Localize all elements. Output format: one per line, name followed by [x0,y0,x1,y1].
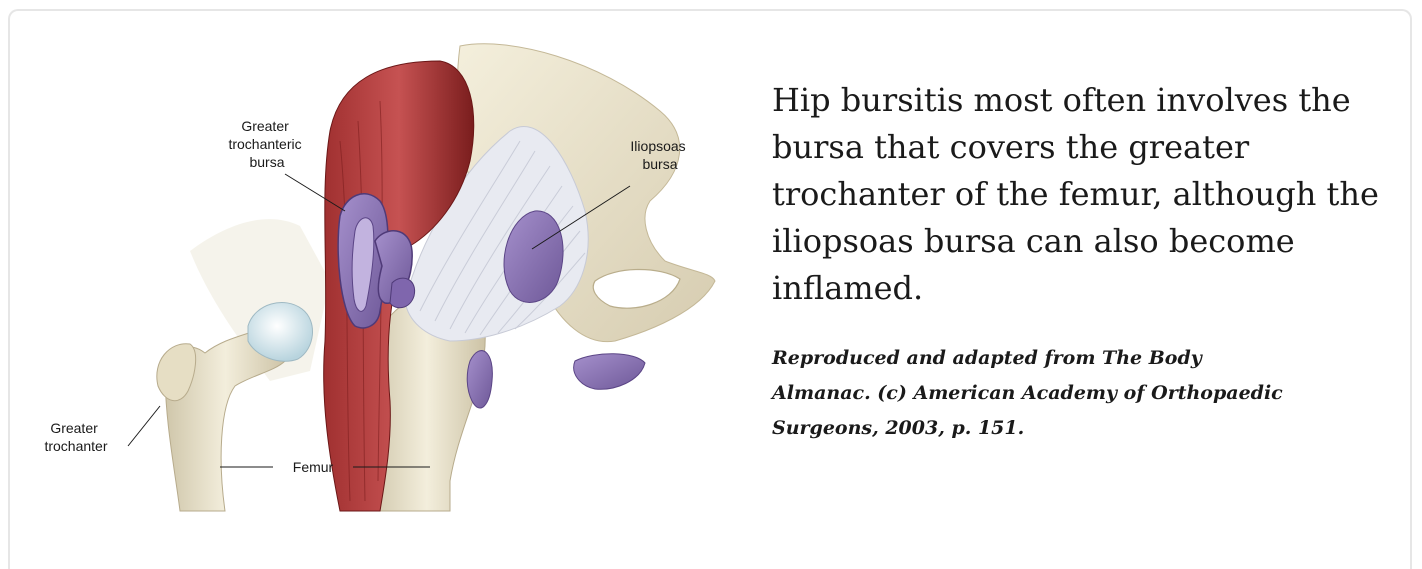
caption-main-text: Hip bursitis most often involves the bur… [772,77,1412,312]
leader-line-greater-trochanter [128,406,160,446]
ischial-bursa-shape [574,354,645,390]
hip-anatomy-svg: Greater trochanteric bursa Iliopsoas bur… [40,41,730,521]
label-femur: Femur [293,459,334,475]
caption-credit-text: Reproduced and adapted from The Body Alm… [772,341,1292,446]
femoral-head-shape [248,303,313,362]
label-greater-trochanter: Greater trochanter [44,420,107,454]
label-greater-trochanteric-bursa: Greater trochanteric bursa [228,118,305,170]
hip-anatomy-illustration: Greater trochanteric bursa Iliopsoas bur… [40,41,730,521]
content-card: Greater trochanteric bursa Iliopsoas bur… [8,9,1412,569]
lower-bursa-shape [467,351,492,408]
figure-caption: Hip bursitis most often involves the bur… [772,77,1412,446]
